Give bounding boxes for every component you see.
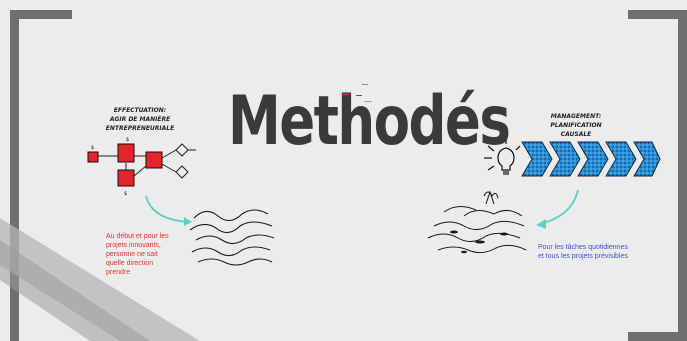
left-heading: EFFECTUATION: AGIR DE MANIÈRE ENTREPRENE… [84,106,196,133]
frame-bottom-right-horizontal [628,332,687,341]
right-note-line-1: Pour les tâches quotidiennes [538,244,628,251]
waves-doodle-icon [189,209,275,266]
left-heading-line-2: AGIR DE MANIÈRE ENTREPRENEURIALE [105,116,175,132]
frame-top-left-horizontal [10,10,72,19]
chevron-arrows-icon [521,141,661,177]
svg-text:$: $ [91,145,94,151]
diagonal-swoosh [0,218,200,341]
island-doodle-icon [427,190,527,254]
left-note-line-2: projets innovants, [106,242,161,249]
slide-title: Methodés [228,82,511,161]
left-note: Au début et pour les projets innovants, … [106,232,190,277]
frame-top-left-vertical [10,10,19,341]
left-heading-line-1: EFFECTUATION: [113,107,167,114]
right-note-line-2: et tous les projets prévisibles [538,253,628,260]
svg-text:$: $ [124,191,127,196]
left-note-line-1: Au début et pour les [106,233,169,240]
right-arrow [536,189,579,229]
title-marks [342,84,382,104]
frame-right-vertical [678,10,687,341]
frame-top-right-horizontal [628,10,687,19]
flowchart-icon: $ $ $ [87,137,196,196]
left-note-line-3: personne ne sait [106,251,158,258]
lightbulb-icon [484,140,521,175]
left-note-line-5: prendre [106,269,131,276]
right-heading-line-2: PLANIFICATION CAUSALE [550,122,602,138]
right-heading-line-1: MANAGEMENT: [550,113,602,120]
right-heading: MANAGEMENT: PLANIFICATION CAUSALE [536,112,616,139]
left-arrow [145,195,192,226]
left-note-line-4: quelle direction [106,260,154,267]
right-note: Pour les tâches quotidiennes et tous les… [538,243,668,261]
svg-text:$: $ [126,137,129,143]
